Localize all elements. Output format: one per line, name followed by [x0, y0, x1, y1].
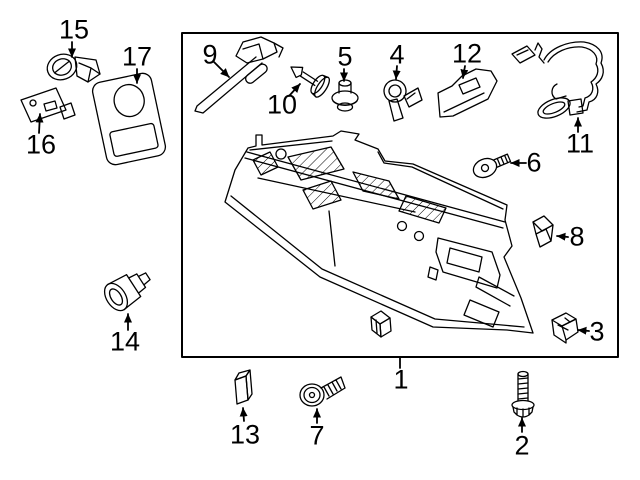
part-12-label: 12 — [451, 38, 483, 69]
part-7-label: 7 — [309, 420, 325, 451]
part-4-arrow — [392, 65, 401, 80]
part-2-drawing — [511, 370, 535, 418]
part-8-arrow — [556, 232, 569, 241]
part-9-drawing — [194, 36, 284, 114]
part-17-drawing — [91, 72, 167, 166]
part-4-drawing — [383, 79, 423, 122]
part-13-arrow — [239, 407, 248, 422]
part-3-arrow — [577, 326, 590, 335]
part-13-label: 13 — [229, 419, 261, 450]
part-4-label: 4 — [389, 39, 405, 70]
part-16-drawing — [20, 87, 76, 123]
part-8-label: 8 — [569, 221, 585, 252]
leader-arrows — [35, 41, 590, 433]
part-6-label: 6 — [526, 147, 542, 178]
part-15-drawing — [46, 53, 101, 83]
part-9-arrow — [213, 61, 230, 78]
part-11-drawing — [511, 41, 604, 119]
part-6-drawing — [472, 153, 512, 179]
part-14-drawing — [103, 272, 151, 312]
part-5-label: 5 — [337, 41, 353, 72]
part-3-drawing — [551, 312, 579, 344]
part-9-label: 9 — [202, 39, 218, 70]
part-10-label: 10 — [266, 89, 298, 120]
part-17-label: 17 — [121, 41, 153, 72]
part-7-drawing — [299, 376, 346, 407]
part-14-label: 14 — [109, 326, 141, 357]
part-16-label: 16 — [25, 129, 57, 160]
part-1-label: 1 — [393, 364, 409, 395]
part-16-arrow — [35, 113, 44, 134]
part-5-drawing — [331, 79, 359, 112]
part-10-arrow — [288, 83, 301, 97]
part-15-label: 15 — [58, 14, 90, 45]
part-12-drawing — [437, 68, 498, 118]
part-8-drawing — [532, 215, 554, 248]
part-2-label: 2 — [514, 430, 530, 461]
part-13-drawing — [234, 369, 253, 405]
part-12-arrow — [460, 65, 469, 79]
part-10-drawing — [290, 66, 330, 98]
part-11-label: 11 — [565, 128, 595, 159]
part-3-label: 3 — [589, 316, 605, 347]
part-1-drawing — [224, 130, 534, 338]
retainer-clip-drawing — [370, 310, 392, 338]
